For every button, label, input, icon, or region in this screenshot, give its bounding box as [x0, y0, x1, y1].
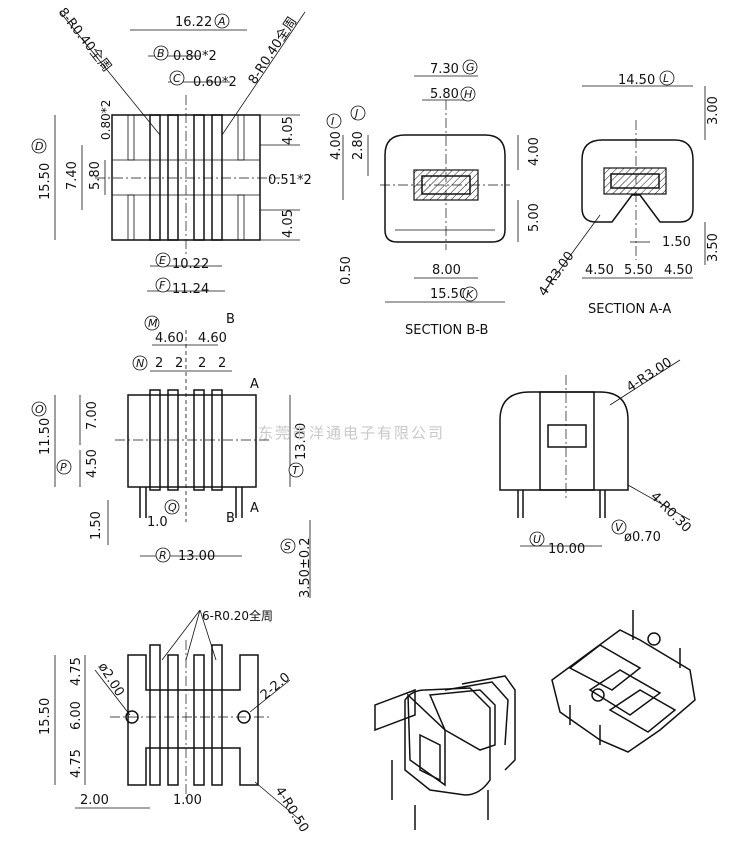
- svg-text:J: J: [353, 107, 358, 120]
- dim-bb-w1: 8.00: [432, 263, 461, 278]
- svg-text:C: C: [173, 72, 181, 85]
- svg-text:P: P: [60, 461, 67, 474]
- dim-side1: 0.51*2: [268, 173, 312, 188]
- dim-s: 3.50±0.2: [298, 537, 313, 598]
- svg-text:N: N: [136, 357, 144, 370]
- dim-bottom-h: 15.50: [38, 698, 53, 735]
- svg-text:B: B: [157, 47, 165, 60]
- dim-aa-t: 3.00: [706, 96, 721, 125]
- dim-g: 1.0: [147, 515, 168, 530]
- dim-u: 10.00: [548, 542, 585, 557]
- svg-text:U: U: [533, 533, 541, 546]
- dim-aa-a2: 5.50: [624, 263, 653, 278]
- note-left: 8-R0.40全周: [55, 5, 115, 75]
- dim-bb-h2: 5.00: [527, 203, 542, 232]
- dim-h1: 7.40: [65, 161, 80, 190]
- dim-bottom-x1: 2.00: [80, 793, 109, 808]
- svg-text:E: E: [159, 254, 166, 267]
- svg-text:V: V: [615, 521, 624, 534]
- svg-text:T: T: [292, 464, 300, 477]
- dim-r: 13.00: [178, 549, 215, 564]
- note-right: 8-R0.40全周: [245, 14, 300, 87]
- svg-text:M: M: [148, 317, 158, 330]
- bottom-view: 6-R0.20全周 15.50 4.75 6.00 4.75 ø2.00 2-2…: [38, 608, 311, 835]
- svg-text:R: R: [159, 549, 167, 562]
- dim-l: 14.50: [618, 73, 655, 88]
- dim-side-r2: 4-R0.30: [647, 489, 694, 536]
- svg-text:H: H: [464, 88, 472, 101]
- dim-aa-r: 4-R3.00: [536, 249, 578, 299]
- section-bb: 7.30 G 5.80 H 4.00 I 2.80 J 4.00 5.00 8.…: [326, 59, 542, 338]
- cut-a-bot: A: [250, 501, 259, 516]
- dim-m: 4.60: [155, 331, 184, 346]
- dim-n4: 2: [218, 356, 226, 371]
- dim-aa-a1: 4.50: [585, 263, 614, 278]
- dim-t: 13.00: [294, 423, 309, 460]
- svg-text:D: D: [35, 140, 43, 153]
- dim-bb-b: 0.50: [339, 256, 354, 285]
- dim-o1: 7.00: [85, 401, 100, 430]
- dim-j: 2.80: [351, 131, 366, 160]
- dim-o: 11.50: [38, 418, 53, 455]
- section-aa-label: SECTION A-A: [588, 302, 671, 317]
- top-view: 16.22 A 0.80*2 B 0.60*2 C 15.50 D 7.40 5…: [31, 5, 312, 297]
- dim-bottom-c: 4.75: [69, 749, 84, 778]
- dim-aa-a3: 4.50: [664, 263, 693, 278]
- dim-pin: 1.50: [89, 511, 104, 540]
- svg-text:Q: Q: [168, 501, 177, 514]
- svg-text:S: S: [284, 540, 291, 553]
- dim-n1: 2: [155, 356, 163, 371]
- dim-h4: 4.05: [281, 209, 296, 238]
- dim-bottom-x2: 1.00: [173, 793, 202, 808]
- dim-bottom-ch: 2-2.0: [258, 670, 293, 703]
- dim-h3: 4.05: [281, 116, 296, 145]
- section-aa: 14.50 L 3.00 1.50 3.50 4.50 5.50 4.50 4-…: [536, 70, 721, 317]
- svg-text:K: K: [466, 288, 474, 301]
- svg-text:F: F: [159, 279, 166, 292]
- dim-k: 15.50: [430, 287, 467, 302]
- dim-p: 4.50: [85, 449, 100, 478]
- dim-d: 15.50: [38, 163, 53, 200]
- cut-b-top: B: [226, 312, 235, 327]
- svg-text:G: G: [466, 61, 475, 74]
- svg-text:I: I: [331, 115, 334, 128]
- dim-n2: 2: [175, 356, 183, 371]
- cut-b-bot: B: [226, 511, 235, 526]
- dim-bottom-d: ø2.00: [95, 660, 127, 699]
- dim-aa-b: 3.50: [706, 233, 721, 262]
- dim-n3: 2: [198, 356, 206, 371]
- side-view: 4-R3.00 4-R0.30 10.00 U ø0.70 V: [499, 355, 694, 557]
- dim-i: 4.00: [329, 131, 344, 160]
- isometric-view-1: [374, 675, 516, 830]
- dim-aa-w1: 1.50: [662, 235, 691, 250]
- dim-m2: 4.60: [198, 331, 227, 346]
- dim-f: 11.24: [172, 282, 209, 297]
- svg-text:O: O: [35, 403, 44, 416]
- dim-h2: 5.80: [88, 161, 103, 190]
- dim-v: ø0.70: [624, 530, 661, 545]
- dim-side2: 0.80*2: [99, 100, 113, 140]
- dim-a: 16.22: [175, 15, 212, 30]
- front-view: 4.60 4.60 M 2 2 2 2 N B A B A 11.50 O 7.…: [31, 312, 313, 598]
- dim-e: 10.22: [172, 257, 209, 272]
- dim-bb-h1: 4.00: [527, 137, 542, 166]
- svg-text:L: L: [663, 72, 669, 85]
- dim-side-r1: 4-R3.00: [624, 355, 675, 395]
- watermark: 东莞市洋通电子有限公司: [258, 424, 445, 442]
- isometric-view-2: [551, 610, 696, 753]
- dim-c: 0.60*2: [193, 75, 237, 90]
- svg-text:A: A: [217, 15, 226, 28]
- cut-a-top: A: [250, 377, 259, 392]
- dim-b: 0.80*2: [173, 49, 217, 64]
- dim-bottom-b: 6.00: [69, 701, 84, 730]
- dim-h: 5.80: [430, 87, 459, 102]
- section-bb-label: SECTION B-B: [405, 323, 488, 338]
- dim-bottom-a: 4.75: [69, 657, 84, 686]
- bottom-note: 6-R0.20全周: [202, 608, 273, 623]
- dim-bottom-r: 4-R0.50: [272, 784, 312, 835]
- dim-g: 7.30: [430, 62, 459, 77]
